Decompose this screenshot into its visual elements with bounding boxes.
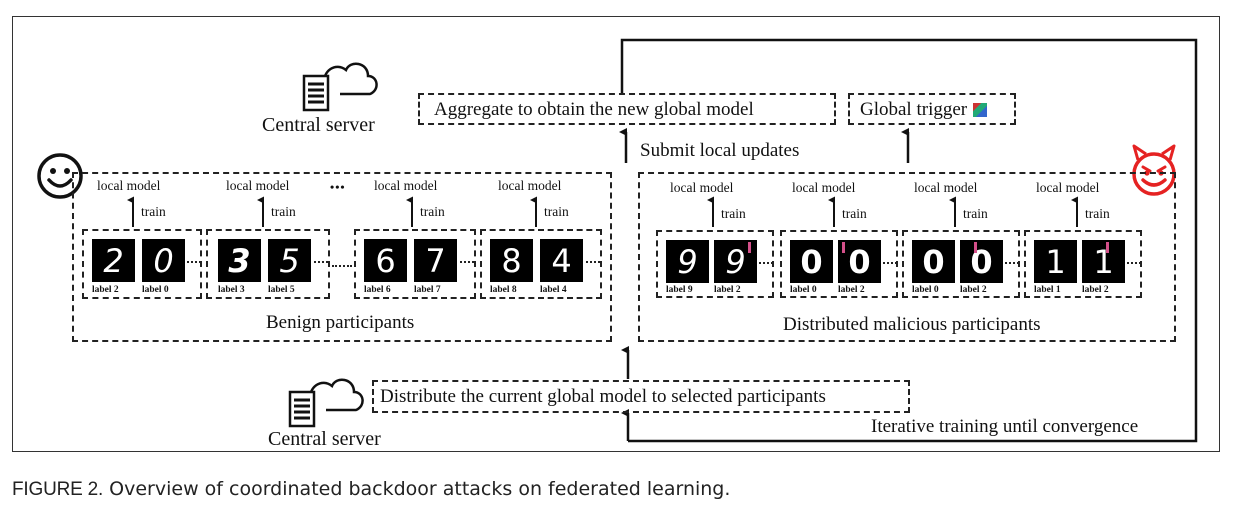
participant-data-box: 6 7 label 6 label 7 [354, 229, 476, 299]
train-label: train [842, 206, 867, 221]
figure-frame [12, 16, 1220, 452]
sample-label: label 0 [142, 285, 169, 295]
server-cloud-icon [288, 378, 364, 428]
local-model-label: local model [670, 180, 734, 195]
trigger-mark [842, 242, 845, 253]
sample-label: label 9 [666, 285, 693, 295]
malicious-participants-box [638, 172, 1176, 342]
train-label: train [271, 204, 296, 219]
mnist-digit-image: 0 [912, 240, 955, 283]
central-server-bottom-label: Central server [268, 428, 381, 450]
mnist-digit-image: 0 [790, 240, 833, 283]
mnist-digit-image: 1 [1034, 240, 1077, 283]
sample-label: label 6 [364, 285, 391, 295]
train-label: train [420, 204, 445, 219]
aggregate-label: Aggregate to obtain the new global model [434, 99, 754, 120]
iteration-loop-line [620, 38, 1198, 443]
sample-label: label 2 [1082, 285, 1109, 295]
sample-label: label 0 [790, 285, 817, 295]
local-model-label: local model [498, 178, 562, 193]
distribute-box: Distribute the current global model to s… [372, 380, 910, 413]
mnist-digit-image: 0 [960, 240, 1003, 283]
benign-participants-box [72, 172, 612, 342]
mnist-digit-image: 5 [268, 239, 311, 282]
mnist-digit-image: 4 [540, 239, 583, 282]
mnist-digit-image: 0 [838, 240, 881, 283]
caption-text: Overview of coordinated backdoor attacks… [109, 478, 731, 500]
global-trigger-label: Global trigger [860, 99, 968, 120]
sample-label: label 2 [960, 285, 987, 295]
smiley-face-icon [37, 153, 83, 199]
mnist-digit-image: 8 [490, 239, 533, 282]
mnist-digit-image: 0 [142, 239, 185, 282]
distribute-label: Distribute the current global model to s… [380, 386, 826, 407]
participant-data-box: 3 5 label 3 label 5 [206, 229, 330, 299]
server-cloud-icon [302, 62, 378, 112]
train-label: train [544, 204, 569, 219]
sample-label: label 5 [268, 285, 295, 295]
local-model-label: local model [792, 180, 856, 195]
iterative-training-label: Iterative training until convergence [871, 416, 1139, 437]
devil-face-icon [1132, 144, 1176, 196]
train-label: train [1085, 206, 1110, 221]
participant-data-box: 0 0 label 0 label 2 [902, 230, 1020, 298]
sample-label: label 1 [1034, 285, 1061, 295]
sample-label: label 3 [218, 285, 245, 295]
mnist-digit-image: 1 [1082, 240, 1125, 283]
sample-label: label 2 [838, 285, 865, 295]
figure-number: FIGURE 2. [12, 479, 104, 500]
sample-label: label 2 [714, 285, 741, 295]
trigger-pattern-icon [973, 103, 988, 117]
aggregate-box: Aggregate to obtain the new global model [418, 93, 836, 125]
participant-data-box: 2 0 label 2 label 0 [82, 229, 202, 299]
central-server-top-label: Central server [262, 114, 375, 136]
local-model-label: local model [1036, 180, 1100, 195]
benign-participants-label: Benign participants [266, 312, 415, 333]
participant-data-box: 0 0 label 0 label 2 [780, 230, 898, 298]
mnist-digit-image: 2 [92, 239, 135, 282]
sample-label: label 2 [92, 285, 119, 295]
mnist-digit-image: 3 [218, 239, 261, 282]
mnist-digit-image: 9 [714, 240, 757, 283]
trigger-mark [748, 242, 751, 253]
global-trigger-box: Global trigger [848, 93, 1016, 125]
local-model-label: local model [226, 178, 290, 193]
submit-updates-label: Submit local updates [640, 140, 800, 161]
train-label: train [141, 204, 166, 219]
mnist-digit-image: 9 [666, 240, 709, 283]
mnist-digit-image: 7 [414, 239, 457, 282]
local-model-label: local model [97, 178, 161, 193]
mnist-digit-image: 6 [364, 239, 407, 282]
participant-data-box: 8 4 label 8 label 4 [480, 229, 602, 299]
local-model-label: local model [374, 178, 438, 193]
train-label: train [963, 206, 988, 221]
trigger-mark [974, 242, 977, 253]
sample-label: label 8 [490, 285, 517, 295]
participant-data-box: 9 9 label 9 label 2 [656, 230, 774, 298]
sample-label: label 4 [540, 285, 567, 295]
sample-label: label 7 [414, 285, 441, 295]
participant-data-box: 1 1 label 1 label 2 [1024, 230, 1142, 298]
local-model-label: local model [914, 180, 978, 195]
sample-label: label 0 [912, 285, 939, 295]
figure-caption: FIGURE 2. Overview of coordinated backdo… [12, 478, 730, 501]
ellipsis: ••• [330, 180, 346, 194]
trigger-mark [1106, 242, 1109, 253]
malicious-participants-label: Distributed malicious participants [783, 314, 1041, 335]
train-label: train [721, 206, 746, 221]
